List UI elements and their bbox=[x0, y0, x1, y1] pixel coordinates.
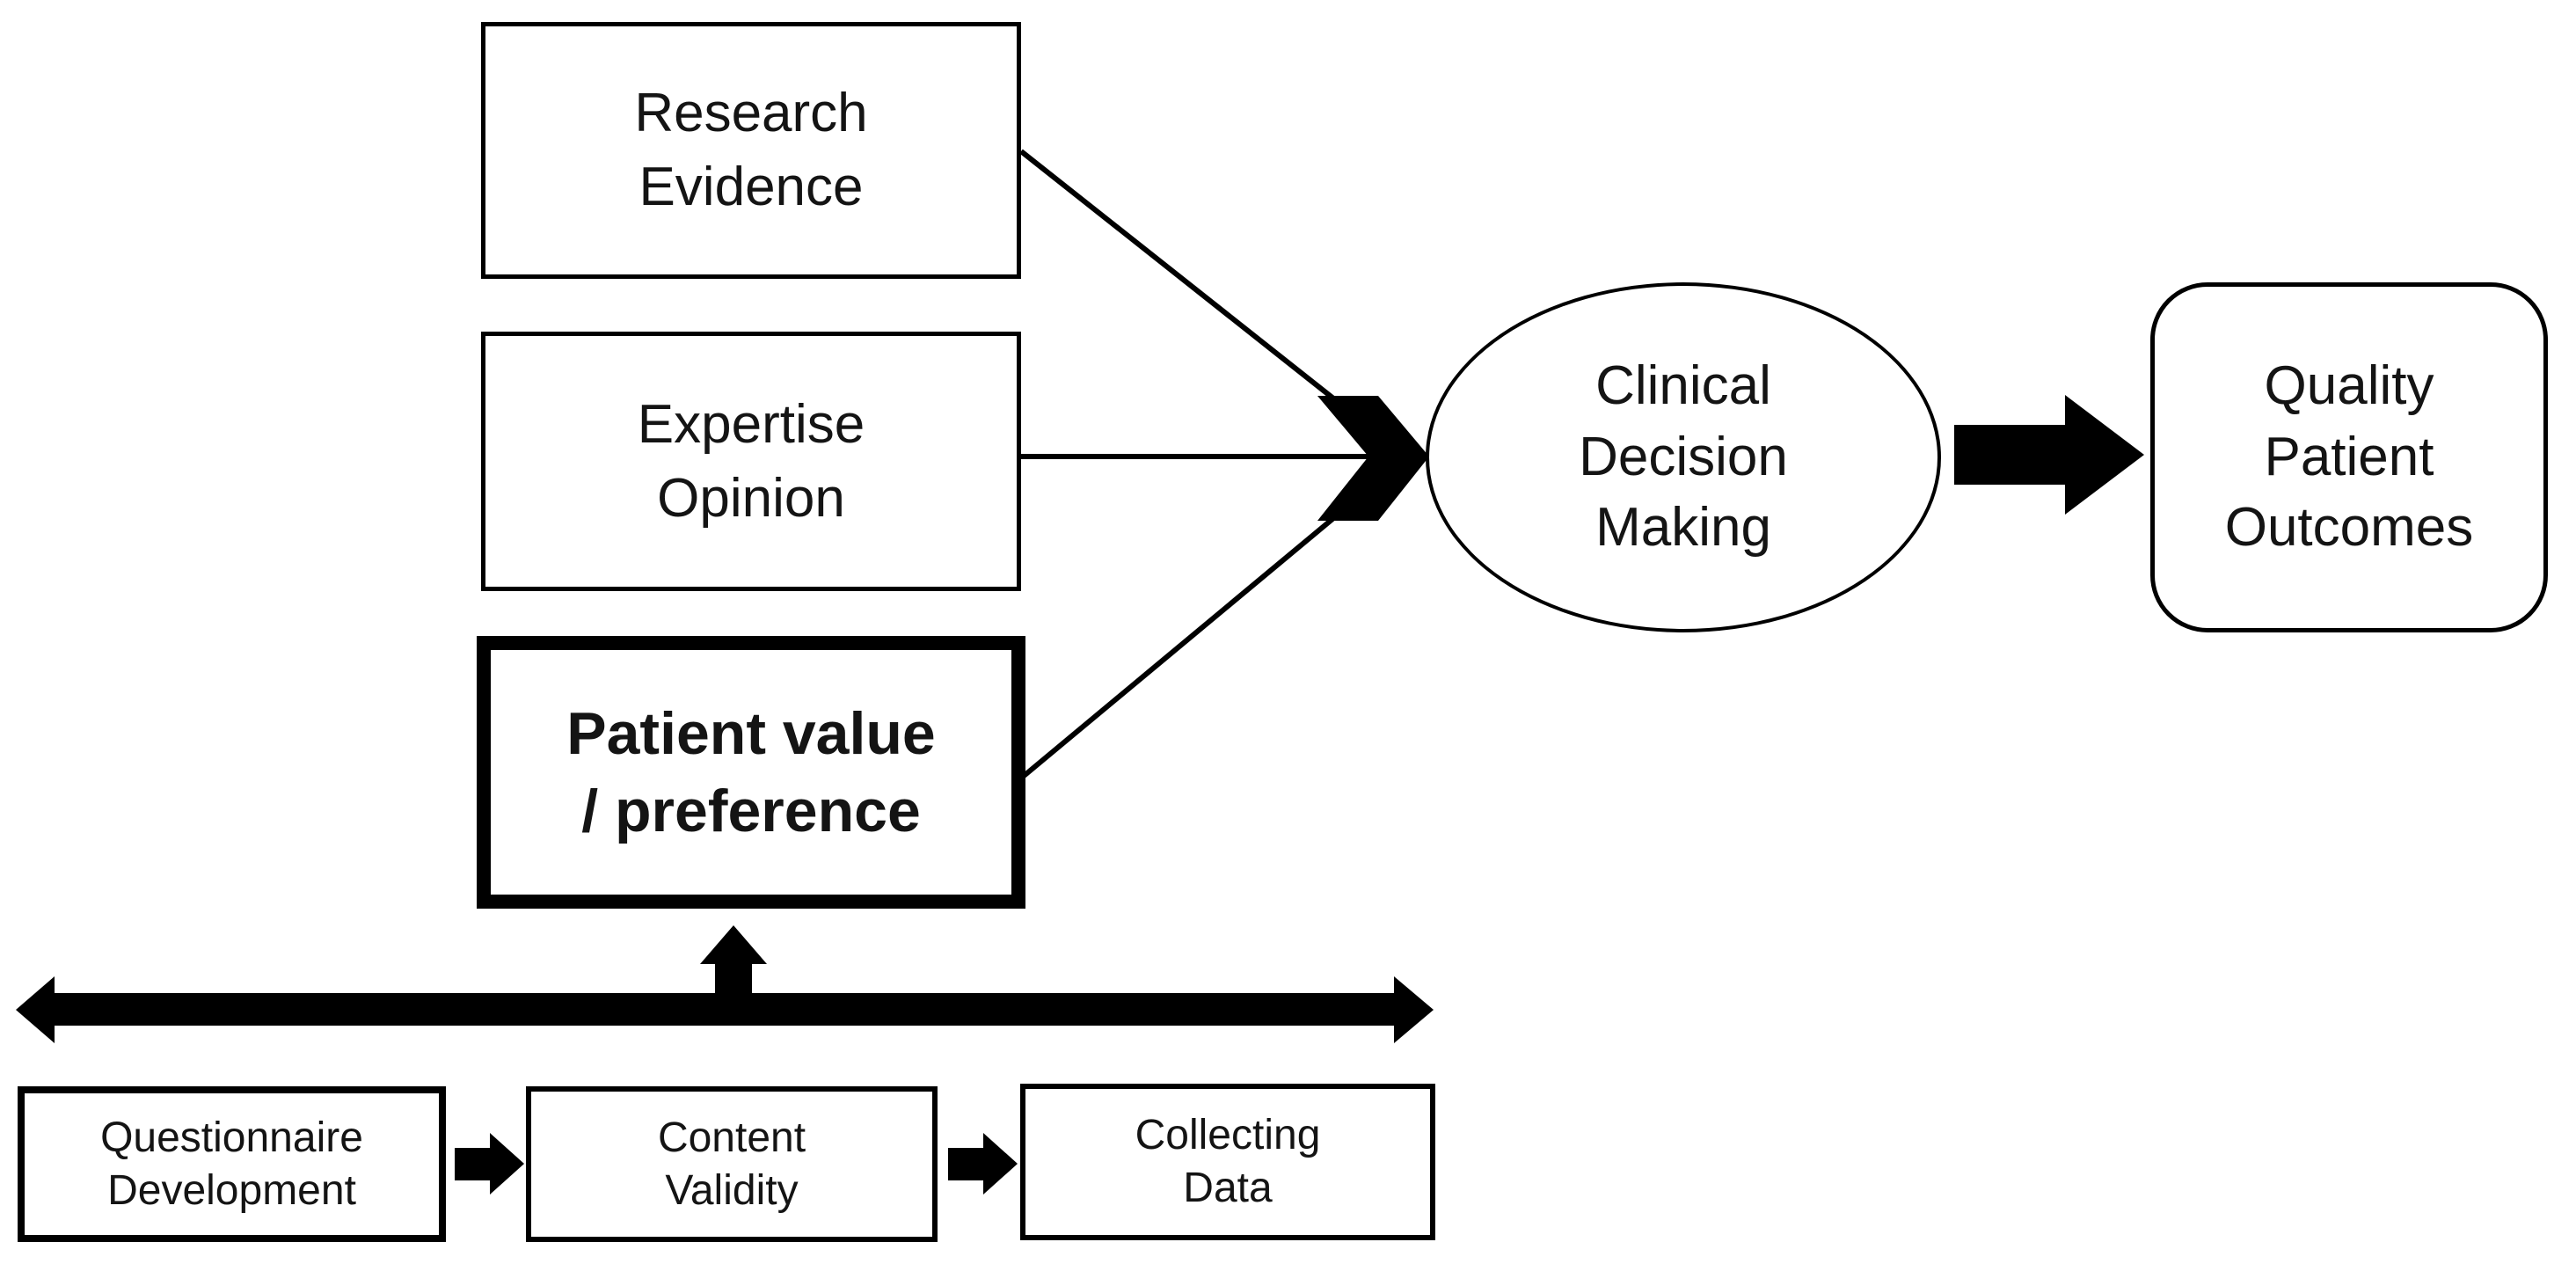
node-clinical-decision-making-label: Clinical Decision Making bbox=[1579, 355, 1788, 559]
connector-patient-to-decision bbox=[1021, 513, 1339, 779]
right-arrow-questionnaire-to-content-icon bbox=[455, 1133, 524, 1195]
node-collecting-data: Collecting Data bbox=[1020, 1084, 1435, 1240]
node-questionnaire-development-label: Questionnaire Development bbox=[100, 1114, 363, 1214]
node-clinical-decision-making: Clinical Decision Making bbox=[1426, 282, 1941, 632]
connector-research-to-decision bbox=[1019, 149, 1339, 404]
node-quality-patient-outcomes-label: Quality Patient Outcomes bbox=[2224, 355, 2474, 559]
node-content-validity-label: Content Validity bbox=[657, 1114, 806, 1214]
double-headed-arrow-icon bbox=[16, 976, 1434, 1043]
right-arrow-content-to-collecting-icon bbox=[948, 1133, 1018, 1195]
node-expertise-opinion-label: Expertise Opinion bbox=[637, 393, 865, 529]
node-collecting-data-label: Collecting Data bbox=[1135, 1112, 1321, 1211]
node-questionnaire-development: Questionnaire Development bbox=[18, 1086, 446, 1242]
right-arrow-decision-to-outcomes-icon bbox=[1954, 395, 2144, 515]
node-quality-patient-outcomes: Quality Patient Outcomes bbox=[2150, 282, 2548, 632]
node-research-evidence-label: Research Evidence bbox=[634, 83, 868, 217]
node-research-evidence: Research Evidence bbox=[481, 22, 1021, 279]
up-arrow-icon bbox=[700, 925, 767, 995]
node-expertise-opinion: Expertise Opinion bbox=[481, 332, 1021, 591]
merge-chevron-icon bbox=[1317, 396, 1429, 521]
node-content-validity: Content Validity bbox=[526, 1086, 938, 1242]
node-patient-value-preference-label: Patient value / preference bbox=[566, 699, 936, 844]
node-patient-value-preference: Patient value / preference bbox=[477, 636, 1025, 909]
